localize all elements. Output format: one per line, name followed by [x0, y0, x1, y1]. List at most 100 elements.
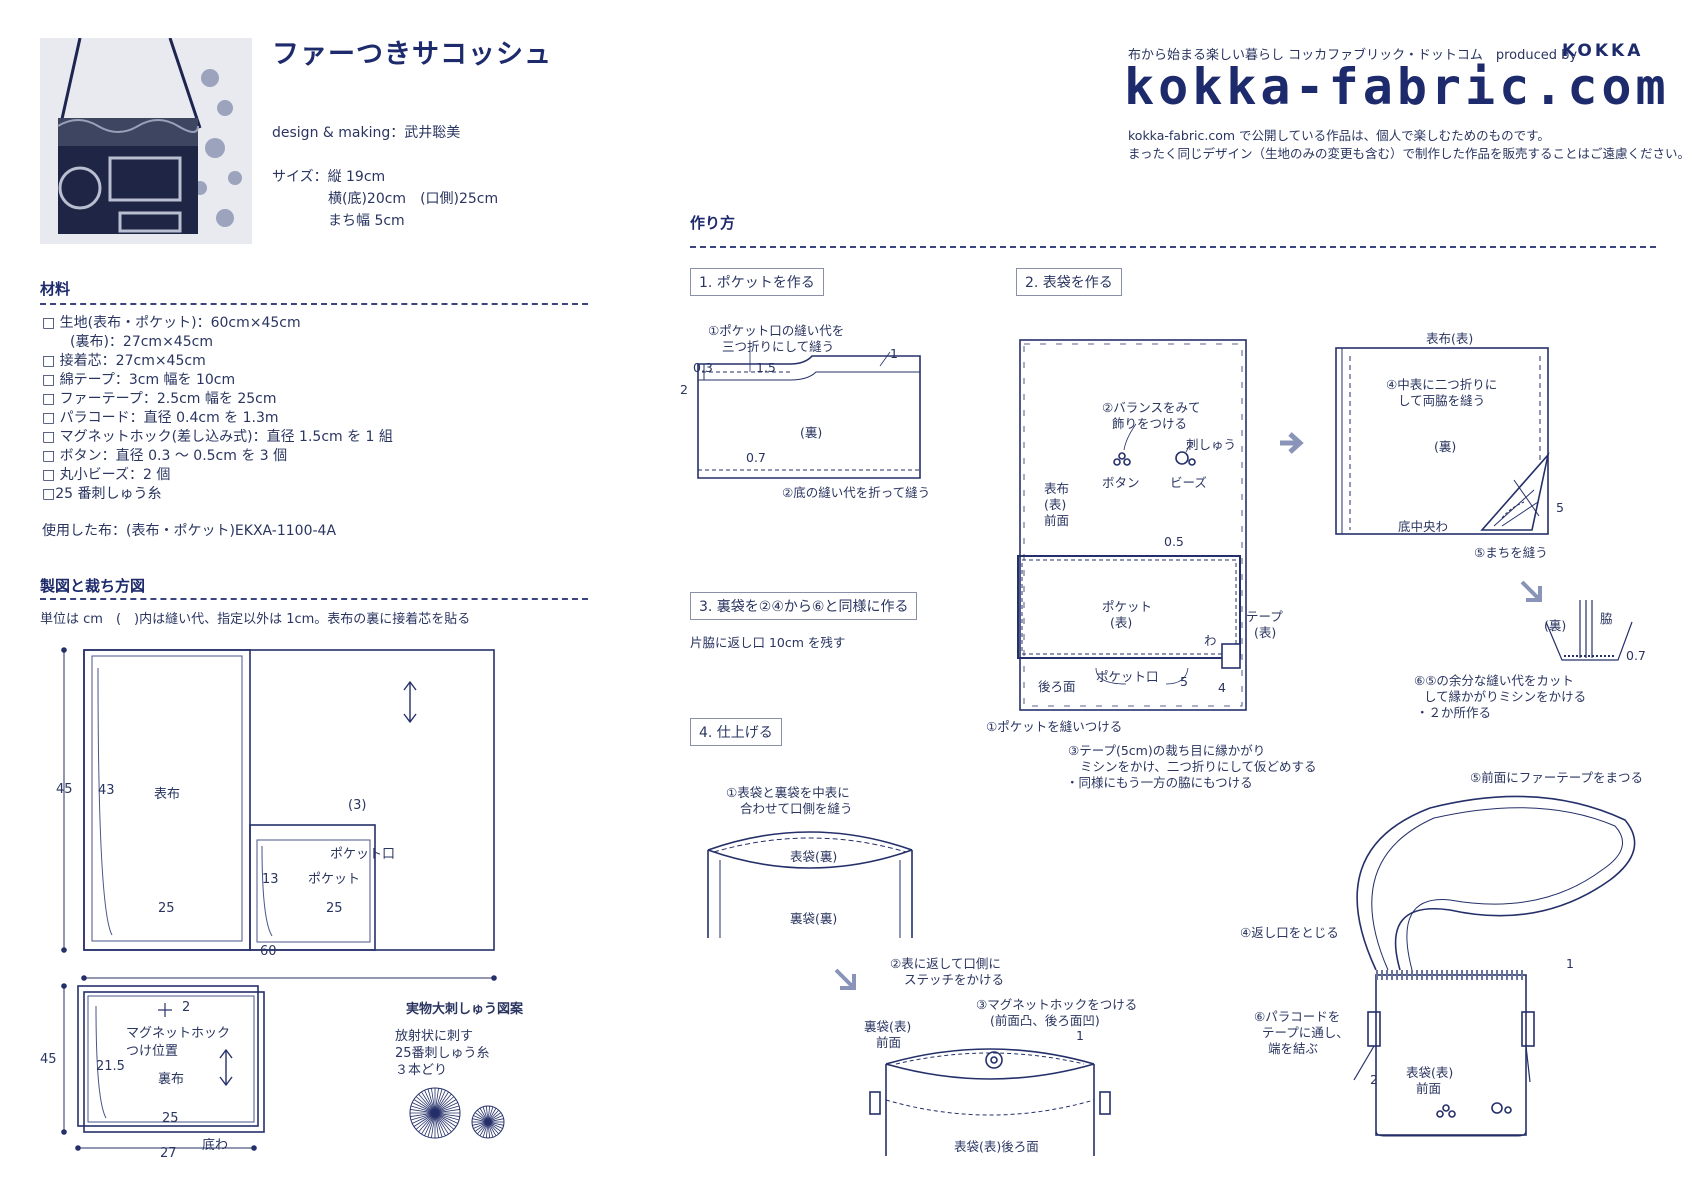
s1-dim-1: 1 — [890, 346, 898, 361]
pattern-divider — [40, 598, 588, 600]
size-width: 横(底)20cm (口側)25cm — [328, 191, 499, 207]
embroidery-ray — [415, 1096, 436, 1114]
label-magnet-pos: つけ位置 — [126, 1044, 179, 1059]
s2r-soko: 底中央わ — [1398, 519, 1449, 534]
s4-dim-1: 1 — [1076, 1028, 1084, 1043]
embroidery-ray — [434, 1099, 457, 1114]
size-depth: まち幅 5cm — [328, 213, 405, 229]
s2r-cut-2: して縁かがりミシンをかける — [1424, 689, 1587, 704]
s2r-cut-3: ・２か所作る — [1416, 705, 1492, 720]
embroidery-ray — [487, 1106, 494, 1123]
embroidery-ray — [487, 1121, 500, 1135]
s4-close: ④返し口をとじる — [1240, 925, 1339, 940]
s2-balance: ②バランスをみて — [1102, 400, 1201, 415]
s4-final-1: 表袋(表) — [1406, 1065, 1454, 1080]
dim-25-pocket: 25 — [326, 901, 343, 916]
s2-pocket1: ポケット — [1102, 599, 1153, 614]
embroidery-ray — [434, 1093, 452, 1114]
s4-magnet-1: ③マグネットホックをつける — [976, 997, 1138, 1012]
embroidery-ray — [485, 1121, 489, 1138]
materials-list: □ 生地(表布・ポケット)：60cm×45cm (裏布)：27cm×45cm □… — [42, 314, 393, 504]
embroidery-note-2: 25番刺しゅう糸 — [395, 1046, 490, 1061]
s4-note-b: 合わせて口側を縫う — [740, 801, 853, 816]
embroidery-ray — [474, 1112, 489, 1123]
embroidery-ray — [434, 1088, 443, 1114]
s2r-waki: 脇 — [1600, 611, 1613, 626]
embroidery-ray — [418, 1093, 436, 1114]
embroidery-note-1: 放射状に刺す — [395, 1029, 474, 1044]
s4-zenmen: 前面 — [876, 1035, 902, 1050]
embroidery-ray — [487, 1121, 503, 1129]
embroidery-ray — [413, 1099, 436, 1114]
s2-button: ボタン — [1102, 475, 1140, 490]
embroidery-ray — [412, 1102, 436, 1114]
embroidery-note-3: ３本どり — [395, 1063, 448, 1078]
kokka-wordmark: KOKKA — [1562, 41, 1644, 61]
embroidery-ray — [421, 1112, 436, 1135]
embroidery-ray — [434, 1096, 455, 1114]
s4-omote-ura: 表袋(裏) — [790, 849, 838, 864]
fabric-used: 使用した布：(表布・ポケット)EKXA-1100-4A — [42, 523, 337, 539]
dim-25-omote: 25 — [158, 901, 175, 916]
unit-note: 単位は cm ( )内は縫い代、指定以外は 1cm。表布の裏に接着芯を貼る — [40, 612, 471, 627]
s4-para-1: ⑥パラコードを — [1254, 1009, 1341, 1024]
site-logo[interactable]: kokka-fabric.com — [1124, 58, 1670, 116]
embroidery-ray — [434, 1112, 457, 1127]
material-item: □ パラコード：直径 0.4cm を 1.3m — [42, 410, 279, 426]
embroidery-ray — [487, 1106, 491, 1123]
embroidery-ray — [434, 1112, 439, 1138]
s4-dim-2: 2 — [1370, 1072, 1378, 1087]
embroidery-ray — [487, 1107, 497, 1123]
dim-60: 60 — [260, 944, 277, 959]
s1-ura: (裏) — [800, 425, 823, 440]
s4-dim-1b: 1 — [1566, 956, 1574, 971]
embroidery-ray — [434, 1102, 458, 1114]
embroidery-ray — [472, 1118, 489, 1123]
bag-illustration — [40, 38, 252, 244]
embroidery-ray — [421, 1091, 436, 1114]
dim-21-5: 21.5 — [96, 1059, 125, 1074]
material-item: □ ボタン：直径 0.3 ～ 0.5cm を 3 個 — [42, 448, 288, 464]
embroidery-ray — [487, 1115, 503, 1123]
arrow-down-right-icon-2 — [834, 968, 856, 990]
label-omote: 表布 — [154, 787, 181, 802]
step4-box: 4. 仕上げる — [690, 718, 782, 746]
size-height: サイズ：縦 19cm — [272, 169, 386, 185]
s1-note-c: ②底の縫い代を折って縫う — [782, 485, 931, 500]
embroidery-ray — [485, 1106, 489, 1123]
dim-13: 13 — [262, 872, 279, 887]
s2-shishu: 刺しゅう — [1186, 437, 1237, 452]
embroidery-ray — [479, 1107, 489, 1123]
embroidery-ray — [415, 1112, 436, 1130]
embroidery-ray — [410, 1112, 436, 1121]
material-item: □ 綿テープ：3cm 幅を 10cm — [42, 372, 236, 388]
s2r-omote: 表布(表) — [1426, 331, 1474, 346]
embroidery-ray — [434, 1112, 460, 1117]
s4-fur: ⑤前面にファーテープをまつる — [1470, 770, 1643, 785]
final-bag-diagram — [1353, 795, 1636, 1137]
step1-diagram — [697, 350, 921, 479]
label-soko-wa: 底わ — [202, 1138, 229, 1153]
embroidery-ray — [487, 1109, 500, 1123]
embroidery-ray — [473, 1121, 489, 1129]
embroidery-ray — [487, 1118, 504, 1123]
s2r-5: 5 — [1556, 500, 1564, 515]
embroidery-ray — [487, 1121, 502, 1132]
s2r-ura: (裏) — [1434, 439, 1457, 454]
materials-heading: 材料 — [40, 280, 71, 298]
embroidery-ray — [434, 1112, 443, 1138]
step4-bag-opening — [869, 1048, 1111, 1156]
s2r-07: 0.7 — [1626, 648, 1646, 663]
s2r-machi: ⑤まちを縫う — [1474, 545, 1548, 560]
materials-divider — [40, 303, 588, 305]
cutting-diagram — [61, 647, 497, 1151]
material-item: □25 番刺しゅう糸 — [42, 486, 162, 502]
s2r-cut-1: ⑥⑤の余分な縫い代をカット — [1414, 673, 1574, 688]
embroidery-ray — [434, 1112, 455, 1130]
material-item: □ マグネットホック(差し込み式)：直径 1.5cm を 1 組 — [42, 429, 393, 445]
dim-43: 43 — [98, 783, 115, 798]
embroidery-ray — [410, 1109, 436, 1114]
s2-tape2: (表) — [1254, 625, 1277, 640]
step1-box: 1. ポケットを作る — [690, 268, 824, 296]
s4-para-3: 端を結ぶ — [1268, 1041, 1319, 1056]
